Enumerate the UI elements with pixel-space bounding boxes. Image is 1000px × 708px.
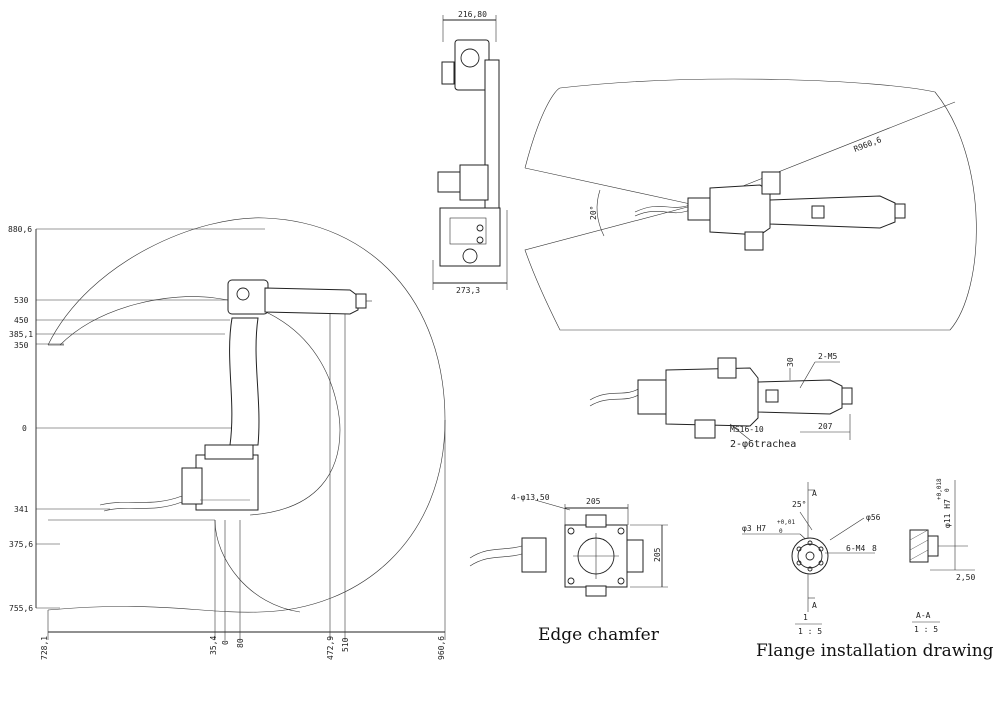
flange-depth-dim: 8 <box>872 544 877 553</box>
x-dim-0: 0 <box>221 640 230 645</box>
flange-scale: 1 : 5 <box>798 627 822 636</box>
y-dim-385-1: 385,1 <box>9 330 33 339</box>
upper-arm <box>264 287 359 315</box>
y-dim-880-6: 880,6 <box>8 225 32 234</box>
x-dim-472-9: 472,9 <box>326 636 335 660</box>
chamfer-hole-dim: 4-φ13,50 <box>511 493 550 502</box>
front-base <box>439 207 501 267</box>
flange-scale-num: 1 <box>803 613 808 622</box>
detail-dim-30: 30 <box>786 357 795 367</box>
chamfer-caption: Edge chamfer <box>538 625 660 645</box>
y-dim-530: 530 <box>14 296 29 305</box>
y-dim-0: 0 <box>22 424 27 433</box>
side-view: 880,6 530 450 385,1 350 0 341 375,6 755,… <box>8 217 446 660</box>
top-angle-label: 20° <box>589 206 598 220</box>
x-dim-35-4: 35,4 <box>209 636 218 655</box>
flange-diam-dim: φ56 <box>866 513 881 522</box>
detail-label-ms16: MS16-10 <box>730 425 764 434</box>
robot-arm-side <box>99 279 372 512</box>
detail-label-trachea: 2-φ6trachea <box>730 439 796 450</box>
chamfer-view: 4-φ13,50 205 205 Edge chamfer <box>469 493 668 645</box>
flange-marker-top: A <box>812 489 817 498</box>
flange-angle-dim: 25° <box>792 500 806 509</box>
flange-pin-tol-bot: 0 <box>779 528 783 535</box>
lower-arm <box>229 317 260 446</box>
robot-arm-top <box>634 171 906 251</box>
front-width-bottom: 273,3 <box>456 286 480 295</box>
x-dim-80: 80 <box>236 638 245 648</box>
envelope-outer-arc <box>47 217 446 613</box>
x-dim-510: 510 <box>341 637 350 652</box>
flange-side-dim: φ11 H7 <box>943 499 952 528</box>
flange-view: A A 25° φ3 H7 +0,01 0 φ56 6-M4 8 1 1 : 5 <box>742 478 994 661</box>
y-dim-341: 341 <box>14 505 29 514</box>
top-view: R960,6 20° <box>524 78 977 331</box>
envelope-mid-arc <box>59 296 341 516</box>
y-dim-450: 450 <box>14 316 29 325</box>
flange-marker-bottom: A <box>812 601 817 610</box>
flange-caption: Flange installation drawing <box>756 641 994 661</box>
flange-pin-dim: φ3 H7 <box>742 524 766 533</box>
detail-dim-2-m5: 2-M5 <box>818 352 837 361</box>
chamfer-height-dim: 205 <box>653 547 662 562</box>
flange-side-tol-top: +0,018 <box>936 478 943 500</box>
y-dim-350: 350 <box>14 341 29 350</box>
flange-section-scale: 1 : 5 <box>914 625 938 634</box>
front-shoulder <box>454 39 490 91</box>
y-dim-755-6: 755,6 <box>9 604 33 613</box>
cable-hose <box>99 495 183 506</box>
x-dim-728-1: 728,1 <box>40 636 49 660</box>
top-radius-label: R960,6 <box>852 135 882 154</box>
front-width-top: 216,80 <box>458 10 487 19</box>
chamfer-width-dim: 205 <box>586 497 601 506</box>
detail-view: 30 2-M5 207 MS16-10 2-φ6trachea <box>589 352 853 450</box>
flange-section-label: A-A <box>916 611 931 620</box>
flange-pin-tol-top: +0,01 <box>777 519 795 526</box>
y-dim-375-6: 375,6 <box>9 540 33 549</box>
front-view: 216,80 273,3 <box>432 10 508 295</box>
flange-disc <box>791 537 829 575</box>
envelope-lower-arc <box>214 519 301 613</box>
flange-thread-dim: 6-M4 <box>846 544 865 553</box>
robot-base <box>195 454 259 511</box>
detail-dim-207: 207 <box>818 422 833 431</box>
x-dim-960-6: 960,6 <box>437 636 446 660</box>
flange-side-dim2: 2,50 <box>956 573 975 582</box>
flange-side-tol-bot: 0 <box>944 488 951 492</box>
top-work-envelope <box>524 78 977 331</box>
